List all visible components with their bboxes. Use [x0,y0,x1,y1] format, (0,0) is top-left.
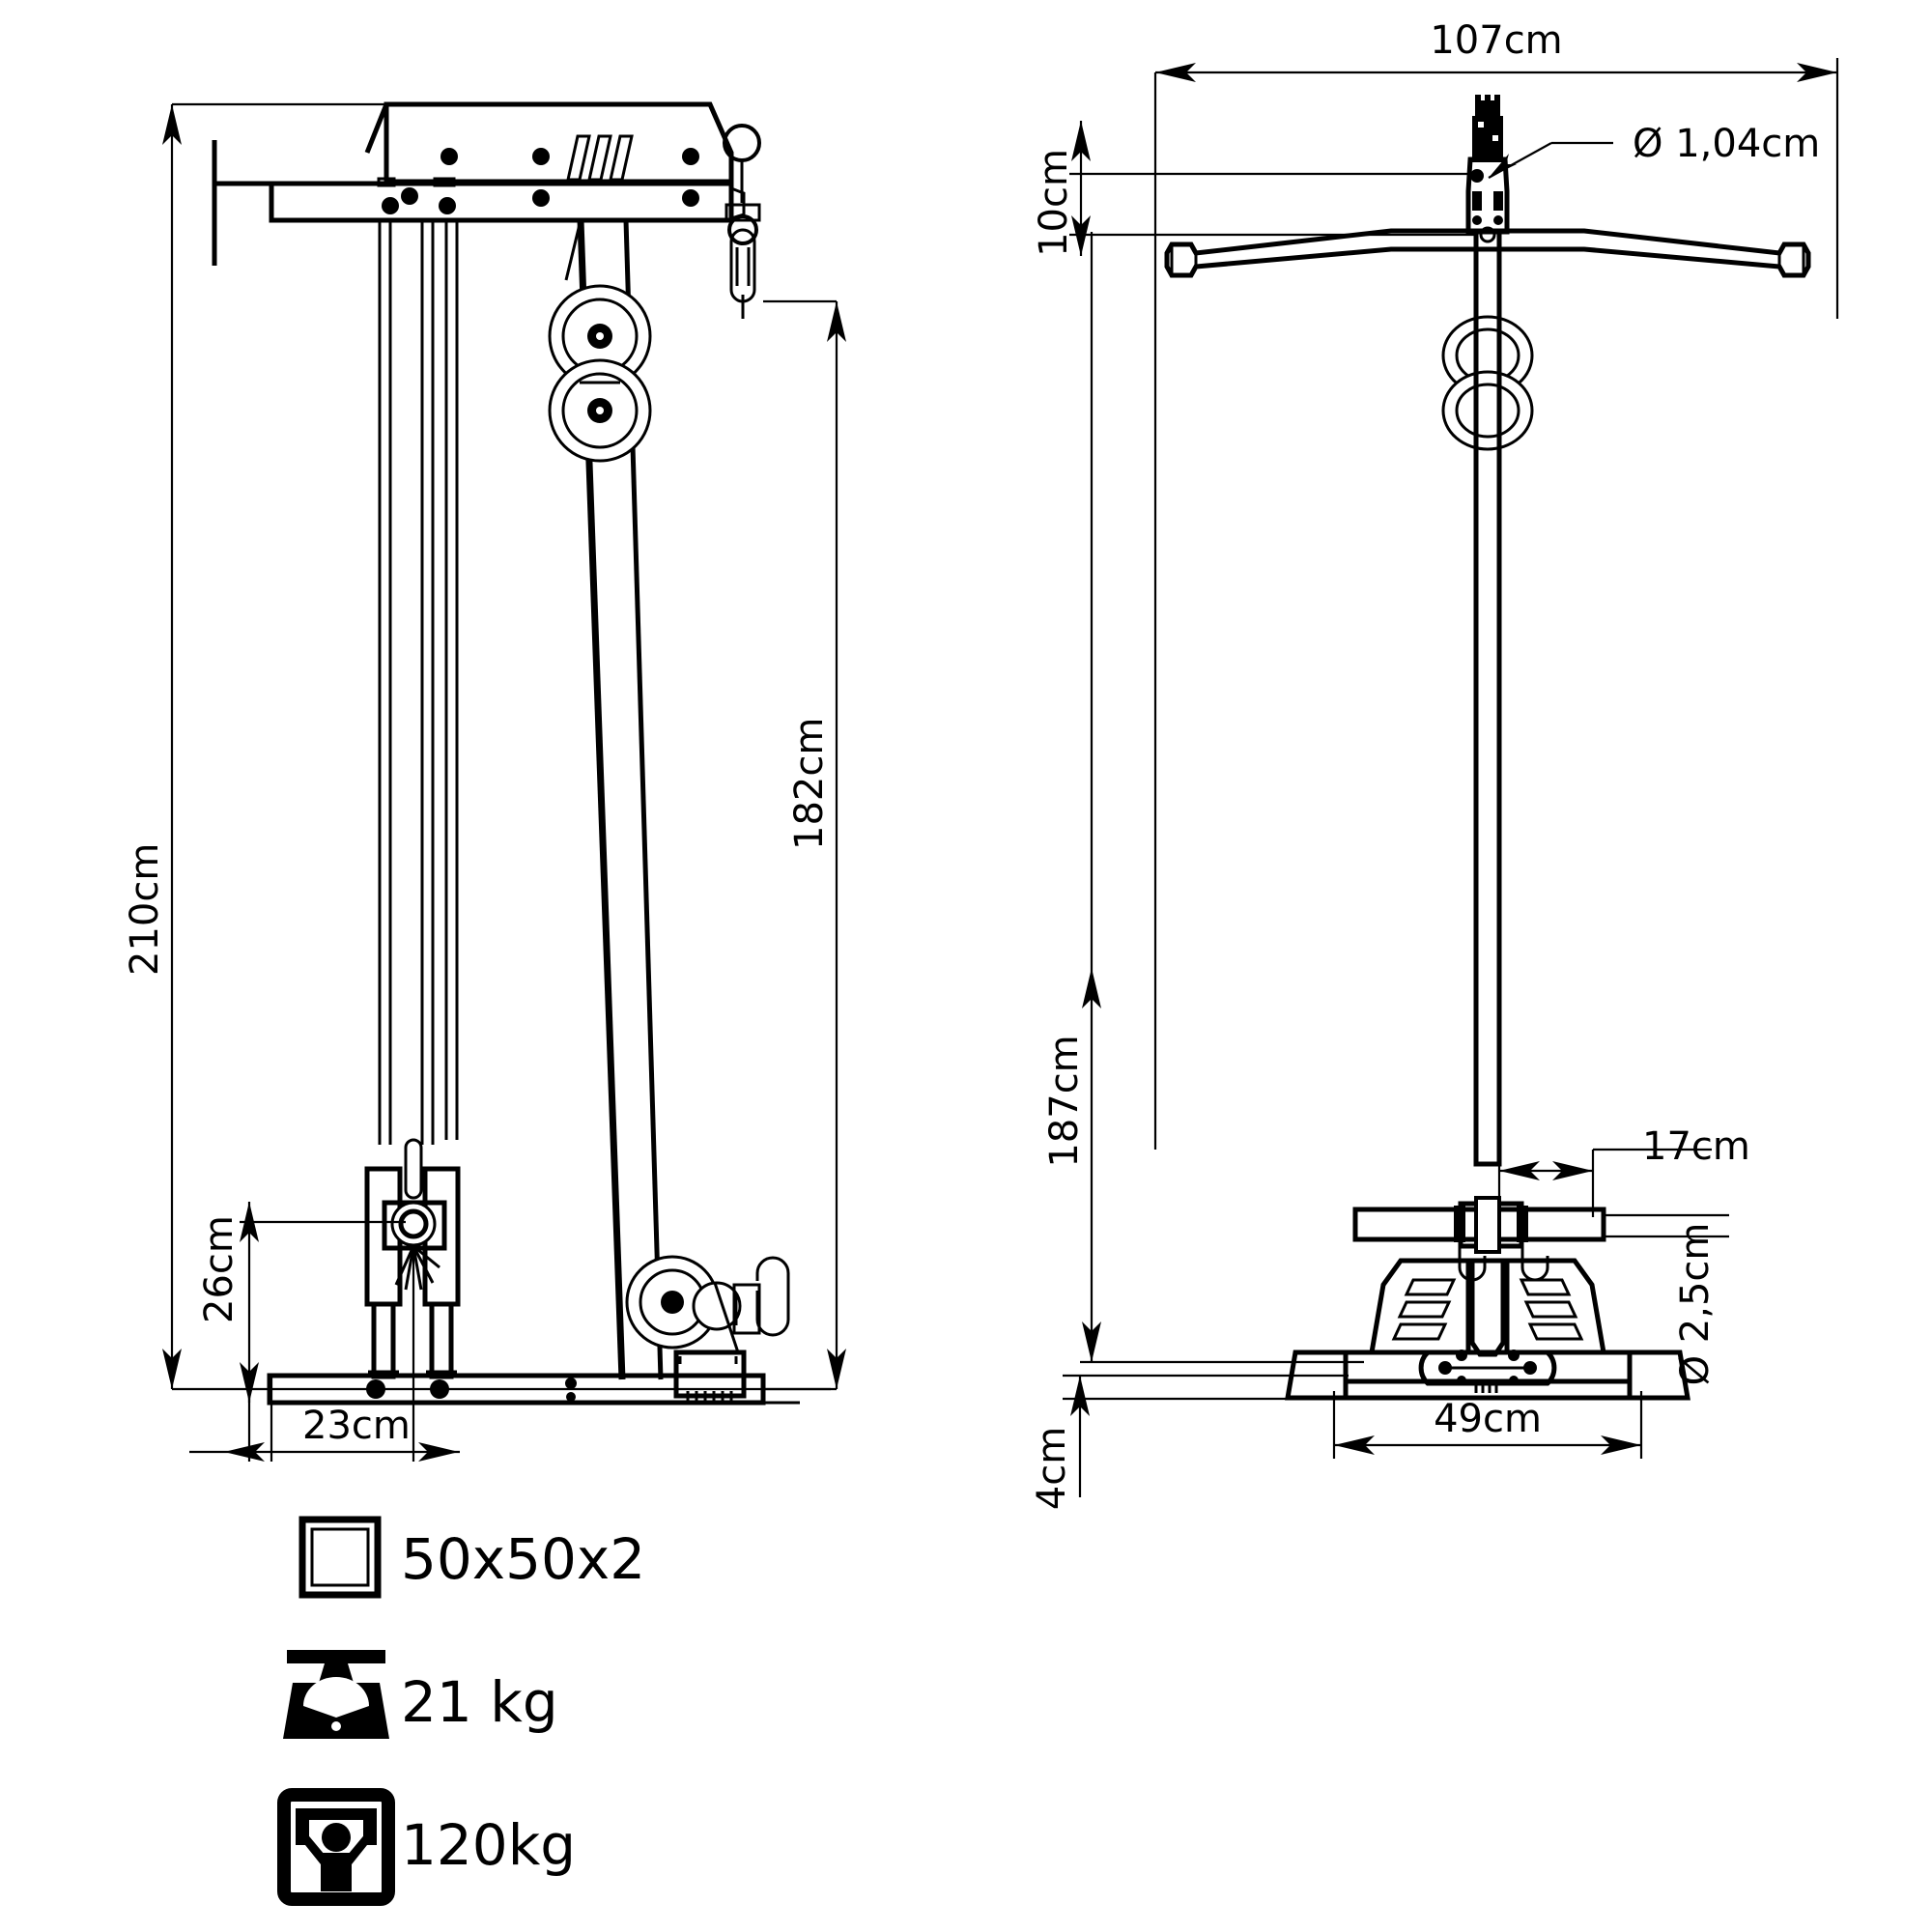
side-base-plate [267,1373,800,1406]
dimension-label-187cm: 187cm [1042,1035,1087,1167]
dimension-head-height: 10cm [1032,121,1476,257]
dimension-label-4cm: 4cm [1030,1427,1074,1510]
dimension-label-23cm: 23cm [302,1404,411,1448]
legend-label-weight: 21 kg [401,1669,558,1735]
upper-pulley-pair [548,284,652,463]
dimension-label-17cm: 17cm [1642,1124,1750,1169]
dimension-label-pin-diameter: Ø 1,04cm [1633,122,1820,166]
front-pulley-pair [1441,232,1534,454]
dimension-total-height: 210cm [123,102,831,1391]
vent-slots [566,134,634,182]
legend-item-profile: 50x50x2 [298,1516,645,1599]
legend-item-max-load: 120kg [277,1788,576,1906]
dimension-label-26cm: 26cm [197,1215,242,1323]
dimension-base-width: 49cm [1332,1391,1643,1459]
dimension-label-107cm: 107cm [1430,18,1562,63]
lower-handle-bar [1352,1196,1606,1282]
dimension-arm-offset: 17cm [1497,1124,1750,1217]
dimension-bar-width: 107cm [1153,18,1839,1150]
legend-group: 50x50x2 21 kg 120kg [277,1516,645,1906]
legend-label-profile: 50x50x2 [401,1526,645,1592]
dimension-cable-height: 182cm [763,299,846,1391]
front-view-group: 107cm 10cm [1030,18,1839,1510]
side-top-head [212,101,761,266]
cable-lines [378,220,459,1145]
dimension-label-182cm: 182cm [787,718,832,850]
dimension-label-49cm: 49cm [1434,1397,1542,1441]
lat-pulldown-bar [1164,228,1811,278]
lower-pulley-assembly [625,1255,790,1403]
weighing-scale-icon [283,1650,389,1739]
bench-press-icon [277,1788,395,1906]
dimension-pin-diameter: Ø 1,04cm [1488,122,1820,179]
dimension-base-offset: 23cm [189,1246,460,1462]
legend-label-max-load: 120kg [401,1812,576,1878]
dimension-tube-diameter: Ø 2,5cm [1604,1213,1729,1385]
dimension-label-210cm: 210cm [123,843,167,976]
side-view-group: 210cm [123,101,846,1462]
dimension-column-height: 187cm [1042,232,1364,1364]
dimension-label-10cm: 10cm [1032,149,1076,257]
top-carabiner [724,160,761,319]
square-tube-profile-icon [298,1516,382,1599]
front-base-assembly [1285,1258,1690,1401]
legend-item-weight: 21 kg [283,1650,558,1739]
dimension-carriage-height: 26cm [197,1202,406,1403]
